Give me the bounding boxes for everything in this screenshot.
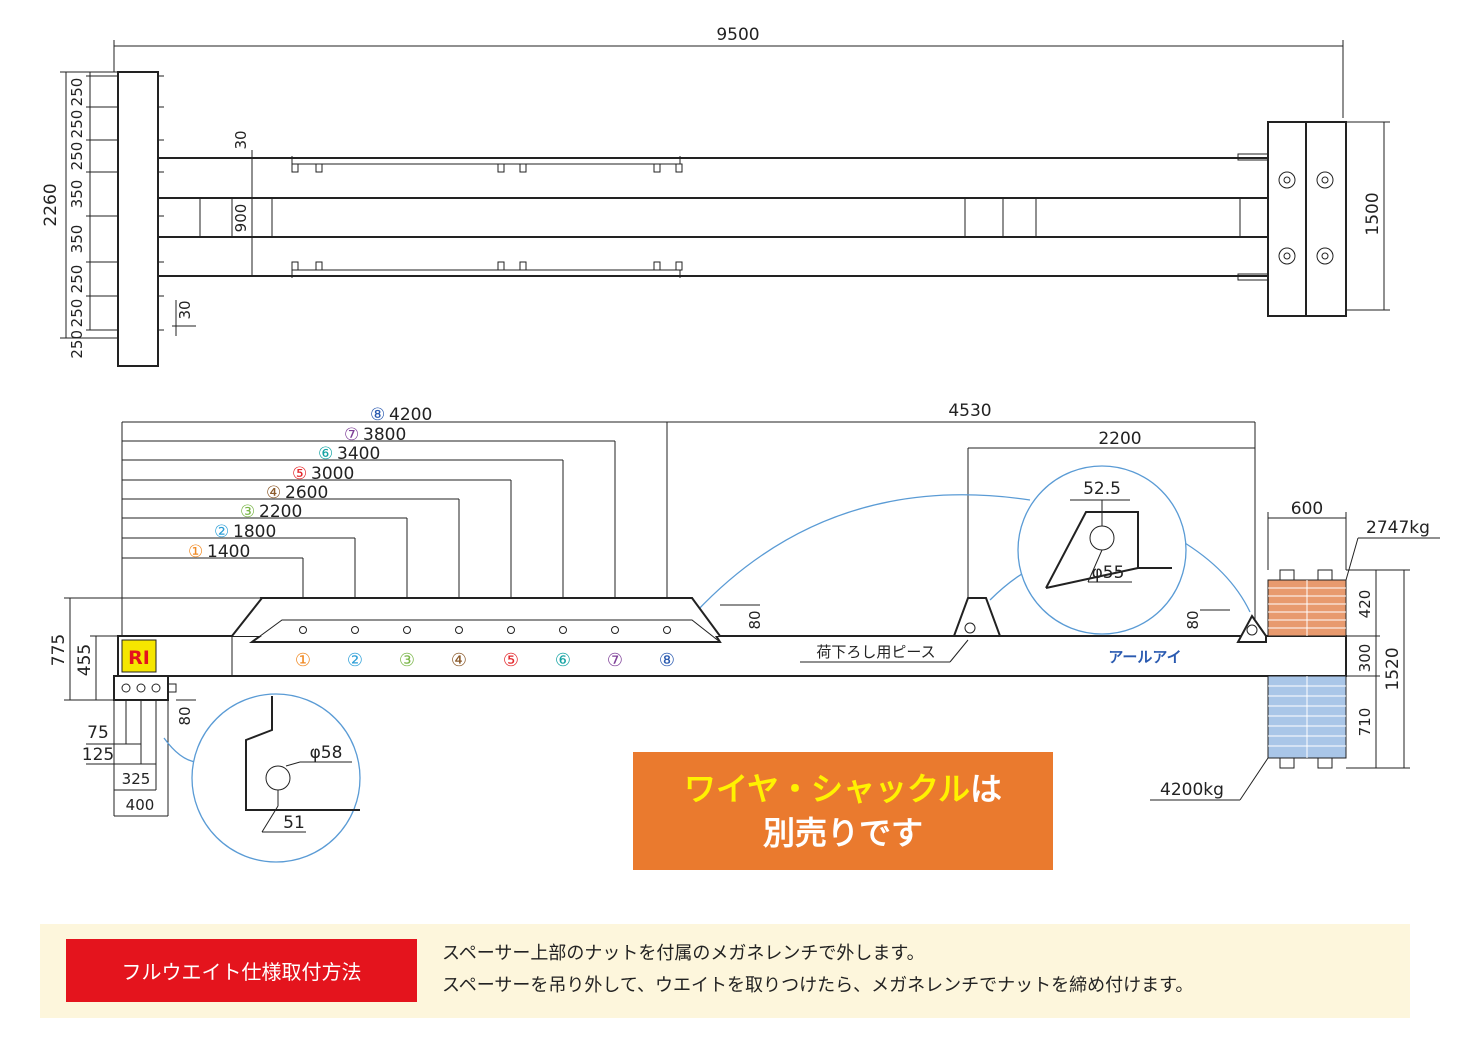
pos-value-4: 2600 xyxy=(285,483,328,503)
pos-value-5: 3000 xyxy=(311,464,354,484)
weight-bottom-label: 4200kg xyxy=(1160,780,1224,800)
unload-piece-label: 荷下ろし用ピース xyxy=(816,643,935,661)
pos-value-1: 1400 xyxy=(207,542,250,562)
dim-2200: 2200 xyxy=(1098,429,1141,449)
left-end-plate xyxy=(117,71,159,367)
dim-125: 125 xyxy=(82,745,114,765)
dim-710: 710 xyxy=(1356,708,1374,737)
pitch-label: 250 xyxy=(68,110,86,139)
pos-value-3: 2200 xyxy=(259,502,302,522)
pos-mark-5: ⑤ xyxy=(292,464,307,484)
pos-value-8: 4200 xyxy=(389,405,432,425)
dim-4530: 4530 xyxy=(948,401,991,421)
pos-value-6: 3400 xyxy=(337,444,380,464)
install-title-badge: フルウエイト仕様取付方法 xyxy=(66,939,417,1002)
dim-75: 75 xyxy=(87,723,109,743)
pitch-label: 250 xyxy=(68,299,86,328)
pitch-label: 350 xyxy=(68,180,86,209)
dim-80-right: 80 xyxy=(1184,610,1202,629)
dim-600: 600 xyxy=(1291,499,1323,519)
dim-offset-bottom: 30 xyxy=(176,300,194,319)
dim-rail-gap: 900 xyxy=(232,204,250,233)
top-view: 9500 2260 250 xyxy=(41,25,1390,367)
banner-highlight: ワイヤ・シャックル xyxy=(683,770,971,808)
dim-end-width: 1500 xyxy=(1363,192,1383,235)
pitch-label: 350 xyxy=(68,225,86,254)
install-step-2: スペーサーを吊り外して、ウエイトを取りつけたら、メガネレンチでナットを締め付けま… xyxy=(442,975,1194,996)
beam-mark-2: ② xyxy=(347,650,363,671)
nut-icon xyxy=(1278,171,1334,265)
detail-phi55: φ55 xyxy=(1092,563,1125,583)
dim-300: 300 xyxy=(1356,644,1374,673)
pos-mark-6: ⑥ xyxy=(318,444,333,464)
beam-mark-3: ③ xyxy=(399,650,415,671)
dim-325: 325 xyxy=(122,770,151,788)
pos-mark-3: ③ xyxy=(240,502,255,522)
pos-mark-1: ① xyxy=(188,542,203,562)
dim-400: 400 xyxy=(126,796,155,814)
beam-mark-4: ④ xyxy=(451,650,467,671)
banner-line2: 別売りです xyxy=(762,814,923,852)
detail-phi58: φ58 xyxy=(310,743,343,763)
install-description: スペーサー上部のナットを付属のメガネレンチで外します。 スペーサーを吊り外して、… xyxy=(442,938,1193,1002)
pos-value-7: 3800 xyxy=(363,425,406,445)
dim-overall-width: 2260 xyxy=(41,183,61,226)
pitch-label: 250 xyxy=(68,265,86,294)
dim-1520: 1520 xyxy=(1383,647,1403,690)
pos-mark-8: ⑧ xyxy=(370,405,385,425)
side-view: ① 1400 ② 1800 ③ 2200 ④ 2600 ⑤ 3000 ⑥ 340… xyxy=(49,401,1440,863)
dim-775: 775 xyxy=(49,634,69,666)
pitch-label: 250 xyxy=(68,78,86,107)
brand-label: アールアイ xyxy=(1108,648,1181,666)
position-holes xyxy=(299,626,671,634)
beam-mark-5: ⑤ xyxy=(503,650,519,671)
banner-line1-rest: は xyxy=(970,770,1003,808)
beam-mark-7: ⑦ xyxy=(607,650,623,671)
install-step-1: スペーサー上部のナットを付属のメガネレンチで外します。 xyxy=(442,943,925,964)
weight-stack: 600 2747kg xyxy=(1150,499,1440,801)
dim-80-bottom: 80 xyxy=(176,706,194,725)
detail-hole-bottom: φ58 51 xyxy=(191,693,361,863)
pitch-label: 250 xyxy=(68,330,86,359)
install-instructions: フルウエイト仕様取付方法 スペーサー上部のナットを付属のメガネレンチで外します。… xyxy=(40,924,1410,1018)
beam-mark-1: ① xyxy=(295,650,311,671)
beam-mark-6: ⑥ xyxy=(555,650,571,671)
dim-80-bar: 80 xyxy=(746,610,764,629)
detail-hole-top: 52.5 φ55 xyxy=(1017,465,1187,635)
dim-455: 455 xyxy=(75,644,95,676)
beam-mark-8: ⑧ xyxy=(659,650,675,671)
detail-52-5: 52.5 xyxy=(1083,479,1121,499)
pos-mark-2: ② xyxy=(214,522,229,542)
weight-top-label: 2747kg xyxy=(1366,518,1430,538)
ri-logo: RI xyxy=(128,647,150,669)
detail-51: 51 xyxy=(283,813,305,833)
dim-overall-length: 9500 xyxy=(716,25,759,45)
pitch-label: 250 xyxy=(68,142,86,171)
dim-offset-top: 30 xyxy=(232,130,250,149)
sold-separately-banner: ワイヤ・シャックルは 別売りです xyxy=(633,752,1053,870)
pos-mark-4: ④ xyxy=(266,483,281,503)
pos-mark-7: ⑦ xyxy=(344,425,359,445)
dim-420: 420 xyxy=(1356,590,1374,619)
pos-value-2: 1800 xyxy=(233,522,276,542)
